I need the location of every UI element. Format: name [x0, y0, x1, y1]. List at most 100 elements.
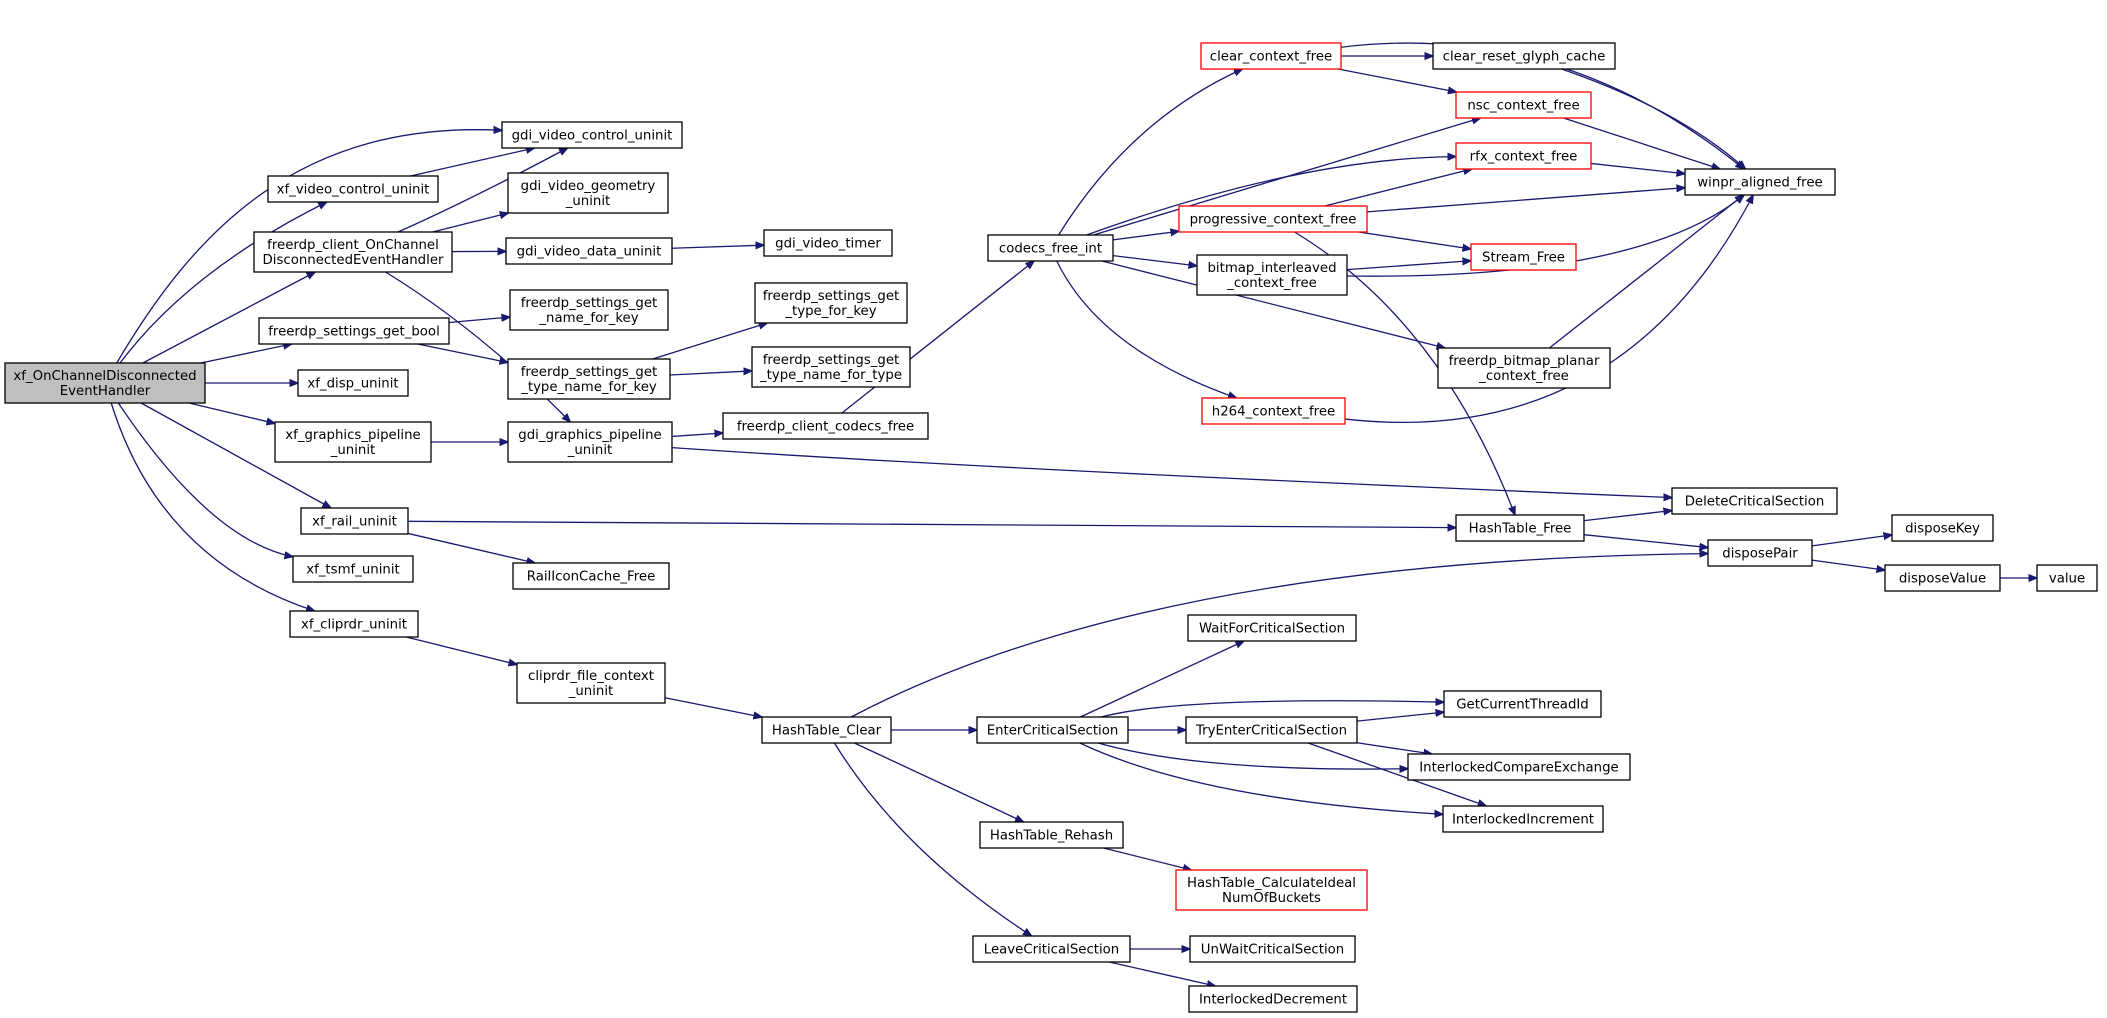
node-dp[interactable]: disposePair	[1707, 539, 1813, 567]
node-gdi-vt[interactable]: gdi_video_timer	[763, 229, 893, 257]
node-ii[interactable]: InterlockedIncrement	[1442, 805, 1604, 833]
node-ecs[interactable]: EnterCriticalSection	[976, 716, 1129, 744]
node-box	[1189, 935, 1356, 963]
node-box	[512, 562, 670, 590]
node-crgc[interactable]: clear_reset_glyph_cache	[1432, 42, 1616, 70]
node-fccf[interactable]: freerdp_client_codecs_free	[722, 412, 929, 440]
node-box	[253, 231, 453, 273]
node-label: freerdp_client_OnChannel	[267, 238, 439, 253]
edge-fcocd-to-gdi-vcu	[397, 148, 568, 233]
node-label: EventHandler	[60, 384, 151, 399]
edge-gdi-gpu-to-fccf	[671, 433, 723, 436]
node-htc[interactable]: HashTable_Clear	[761, 716, 892, 744]
node-fcocd[interactable]: freerdp_client_OnChannelDisconnectedEven…	[253, 231, 453, 273]
edge-xf-cu-to-cfcu	[406, 636, 517, 665]
node-box	[1707, 539, 1813, 567]
node-label: DeleteCriticalSection	[1685, 495, 1825, 510]
node-label: RailIconCache_Free	[527, 570, 656, 585]
node-label: xf_cliprdr_uninit	[301, 618, 407, 633]
edge-ecs-to-ice	[1097, 742, 1408, 769]
node-dv[interactable]: disposeValue	[1884, 564, 2001, 592]
node-tecs[interactable]: TryEnterCriticalSection	[1185, 716, 1358, 744]
node-box	[516, 662, 666, 704]
node-xf-vcu[interactable]: xf_video_control_uninit	[267, 175, 439, 203]
node-fbpcf[interactable]: freerdp_bitmap_planar_context_free	[1437, 347, 1611, 389]
node-val[interactable]: value	[2036, 564, 2098, 592]
node-htf[interactable]: HashTable_Free	[1455, 514, 1585, 542]
node-fsgtnk[interactable]: freerdp_settings_get_type_name_for_key	[507, 358, 671, 400]
node-gdi-vdu[interactable]: gdi_video_data_uninit	[505, 237, 673, 265]
node-label: _context_free	[1226, 276, 1317, 291]
node-xf-gpu[interactable]: xf_graphics_pipeline_uninit	[274, 421, 432, 463]
node-box	[501, 121, 683, 149]
node-id[interactable]: InterlockedDecrement	[1188, 985, 1358, 1013]
node-label: _uninit	[567, 443, 613, 458]
node-fsgtnt[interactable]: freerdp_settings_get_type_name_for_type	[751, 346, 911, 388]
node-label: xf_tsmf_uninit	[306, 563, 400, 578]
edge-ccf-to-ncf	[1337, 68, 1457, 92]
node-fsgtk[interactable]: freerdp_settings_get_type_for_key	[754, 282, 908, 324]
node-dcs[interactable]: DeleteCriticalSection	[1671, 487, 1838, 515]
node-uwcs[interactable]: UnWaitCriticalSection	[1189, 935, 1356, 963]
node-label: nsc_context_free	[1467, 99, 1579, 114]
node-gcti[interactable]: GetCurrentThreadId	[1443, 690, 1602, 718]
node-xf-ru[interactable]: xf_rail_uninit	[300, 507, 409, 535]
node-gdi-gpu[interactable]: gdi_graphics_pipeline_uninit	[507, 421, 673, 463]
node-fsgnk[interactable]: freerdp_settings_get_name_for_key	[509, 289, 669, 331]
node-cfcu[interactable]: cliprdr_file_context_uninit	[516, 662, 666, 704]
node-ccf[interactable]: clear_context_free	[1200, 42, 1342, 70]
node-label: gdi_graphics_pipeline	[518, 428, 661, 443]
edge-fsgtnk-to-fsgtnt	[669, 371, 752, 376]
node-ncf[interactable]: nsc_context_free	[1455, 91, 1592, 119]
node-htr[interactable]: HashTable_Rehash	[979, 821, 1124, 849]
node-box	[1200, 42, 1342, 70]
node-xf-tu[interactable]: xf_tsmf_uninit	[292, 555, 414, 583]
node-box	[1671, 487, 1838, 515]
node-xf-cu[interactable]: xf_cliprdr_uninit	[289, 610, 419, 638]
node-wfcs[interactable]: WaitForCriticalSection	[1187, 614, 1357, 642]
node-gdi-vgu[interactable]: gdi_video_geometry_uninit	[507, 172, 669, 214]
node-dk[interactable]: disposeKey	[1891, 514, 1994, 542]
node-ricf[interactable]: RailIconCache_Free	[512, 562, 670, 590]
node-box	[509, 289, 669, 331]
node-label: disposeValue	[1899, 572, 1986, 587]
node-box	[722, 412, 929, 440]
edge-tecs-to-gcti	[1356, 712, 1444, 722]
node-hcf[interactable]: h264_context_free	[1201, 397, 1346, 425]
node-cfi[interactable]: codecs_free_int	[987, 234, 1114, 262]
node-lcs[interactable]: LeaveCriticalSection	[972, 935, 1131, 963]
node-label: _context_free	[1478, 369, 1569, 384]
node-label: _name_for_key	[538, 311, 638, 326]
node-box	[1178, 205, 1368, 233]
edge-ecs-to-gcti	[1101, 701, 1444, 718]
edge-fsgb-to-fsgnk	[448, 317, 510, 324]
node-gdi-vcu[interactable]: gdi_video_control_uninit	[501, 121, 683, 149]
edge-dp-to-dk	[1811, 535, 1892, 547]
node-box	[507, 358, 671, 400]
node-ice[interactable]: InterlockedCompareExchange	[1407, 753, 1631, 781]
node-xf-du[interactable]: xf_disp_uninit	[297, 369, 409, 397]
node-label: xf_disp_uninit	[307, 377, 398, 392]
node-pcf[interactable]: progressive_context_free	[1178, 205, 1368, 233]
edge-cfi-to-bicf	[1112, 254, 1197, 266]
node-box	[751, 346, 911, 388]
node-label: InterlockedCompareExchange	[1419, 761, 1619, 776]
node-box	[763, 229, 893, 257]
node-bicf[interactable]: bitmap_interleaved_context_free	[1196, 254, 1348, 296]
edge-pcf-to-rcf	[1324, 169, 1472, 207]
node-label: freerdp_settings_get	[521, 296, 658, 311]
node-box	[1455, 514, 1585, 542]
node-box	[1442, 805, 1604, 833]
node-fsgb[interactable]: freerdp_settings_get_bool	[258, 317, 450, 345]
edge-bicf-to-waf	[1346, 195, 1744, 277]
node-waf[interactable]: winpr_aligned_free	[1684, 168, 1836, 196]
node-rcf[interactable]: rfx_context_free	[1455, 142, 1592, 170]
edge-root-to-xf-vcu	[119, 202, 327, 364]
node-sf[interactable]: Stream_Free	[1470, 243, 1577, 271]
node-box	[300, 507, 409, 535]
node-label: _uninit	[568, 684, 614, 699]
node-label: InterlockedDecrement	[1199, 993, 1347, 1008]
